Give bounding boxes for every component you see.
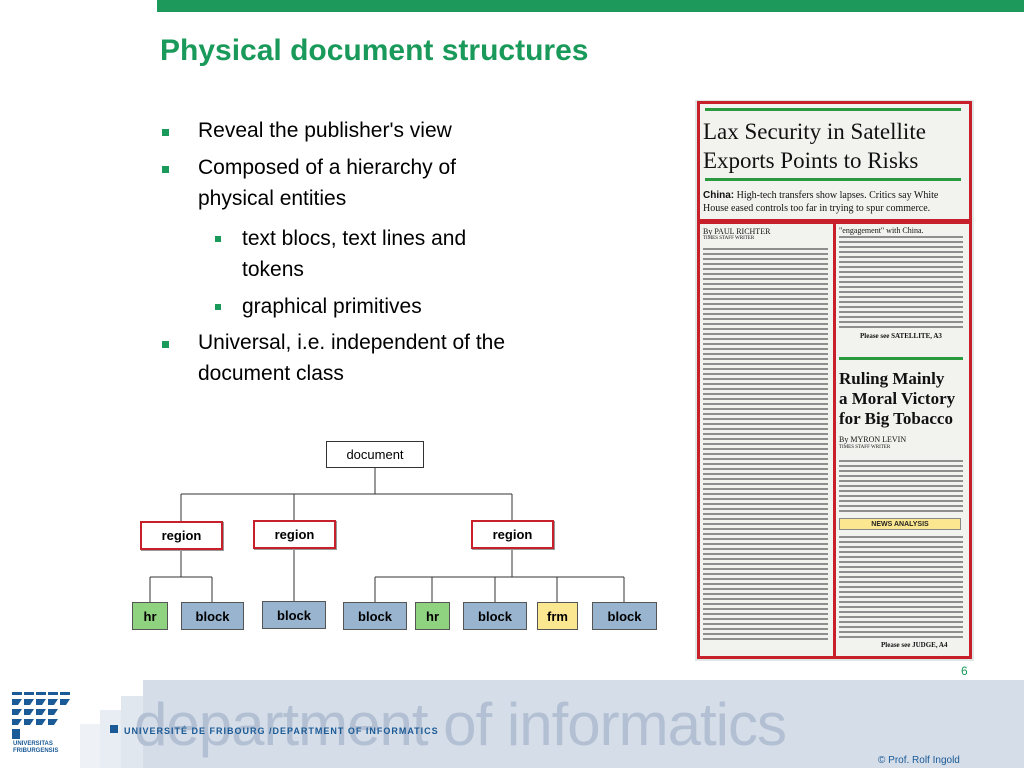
article-text-column <box>703 248 828 640</box>
headline-line: Ruling Mainly <box>839 369 945 388</box>
slide-title: Physical document structures <box>160 34 589 67</box>
jump-line: Please see JUDGE, A4 <box>881 641 948 649</box>
university-line: UNIVERSITÉ DE FRIBOURG /DEPARTMENT OF IN… <box>124 726 439 736</box>
tree-leaf-block: block <box>262 601 326 629</box>
footer-square-icon <box>110 725 118 733</box>
tree-leaf-hr: hr <box>415 602 450 630</box>
tree-leaf-block: block <box>463 602 527 630</box>
bullet-text: graphical primitives <box>242 295 422 318</box>
copyright: © Prof. Rolf Ingold <box>878 755 960 766</box>
logo-caption-line: FRIBURGENSIS <box>13 748 59 754</box>
deck-label: China: <box>703 190 735 201</box>
footer-step <box>143 680 1024 768</box>
article-text: "engagement" with China. <box>839 226 924 235</box>
bullet-square-icon <box>215 236 221 242</box>
headline-line: a Moral Victory <box>839 389 956 408</box>
footer-band <box>0 680 1024 768</box>
byline-sub: TIMES STAFF WRITER <box>839 445 891 450</box>
bullet-text: physical entities <box>198 187 347 210</box>
horizontal-rule <box>705 178 961 181</box>
horizontal-rule <box>705 108 961 111</box>
deck-text: High-tech transfers show lapses. Critics… <box>736 190 939 201</box>
top-accent-bar <box>157 0 1024 12</box>
tree-node-region: region <box>253 520 336 549</box>
byline: By PAUL RICHTER <box>703 227 771 236</box>
headline-line: Exports Points to Risks <box>703 148 919 173</box>
horizontal-rule <box>839 357 963 360</box>
footer-step <box>121 696 143 768</box>
headline-line: Lax Security in Satellite <box>703 119 926 144</box>
tree-node-region: region <box>471 520 554 549</box>
tree-leaf-block: block <box>343 602 407 630</box>
bullet-text: document class <box>198 362 344 385</box>
department-wordmark: department of informatics <box>134 691 787 758</box>
deck-line: China: High-tech transfers show lapses. … <box>703 190 938 202</box>
logo-caption: UNIVERSITAS FRIBURGENSIS <box>13 741 58 755</box>
bullet-text: tokens <box>242 258 304 281</box>
bullet-text: Universal, i.e. independent of the <box>198 331 506 354</box>
bullet-square-icon <box>215 304 221 310</box>
bullet-text: Reveal the publisher's view <box>198 119 452 142</box>
jump-line: Please see SATELLITE, A3 <box>860 332 942 340</box>
tree-leaf-frm: frm <box>537 602 578 630</box>
byline: By MYRON LEVIN <box>839 435 907 444</box>
bullet-square-icon <box>162 129 169 136</box>
tree-node-region: region <box>140 521 223 550</box>
footer-step <box>100 710 121 768</box>
bullet-text: Composed of a hierarchy of <box>198 156 456 179</box>
article-text-column <box>839 536 963 638</box>
newspaper-scan: Lax Security in Satellite Exports Points… <box>695 100 974 661</box>
headline-line: for Big Tobacco <box>839 409 953 428</box>
deck-line: House eased controls too far in trying t… <box>703 203 931 214</box>
region-highlight-box <box>833 221 972 659</box>
tree-node-document: document <box>326 441 424 468</box>
bullet-square-icon <box>162 166 169 173</box>
news-analysis-tag: NEWS ANALYSIS <box>839 518 961 530</box>
tree-leaf-block: block <box>181 602 244 630</box>
region-highlight-box <box>697 101 972 222</box>
logo-caption-line: UNIVERSITAS <box>13 741 53 747</box>
page-number: 6 <box>961 664 968 678</box>
footer-step <box>80 724 100 768</box>
byline-sub: TIMES STAFF WRITER <box>703 236 755 241</box>
university-logo-icon <box>12 692 70 739</box>
bullet-square-icon <box>162 341 169 348</box>
article-text-column <box>839 236 963 328</box>
bullet-text: text blocs, text lines and <box>242 227 467 250</box>
tree-leaf-block: block <box>592 602 657 630</box>
tree-leaf-hr: hr <box>132 602 168 630</box>
article-text-column <box>839 460 963 512</box>
region-highlight-box <box>697 221 836 659</box>
